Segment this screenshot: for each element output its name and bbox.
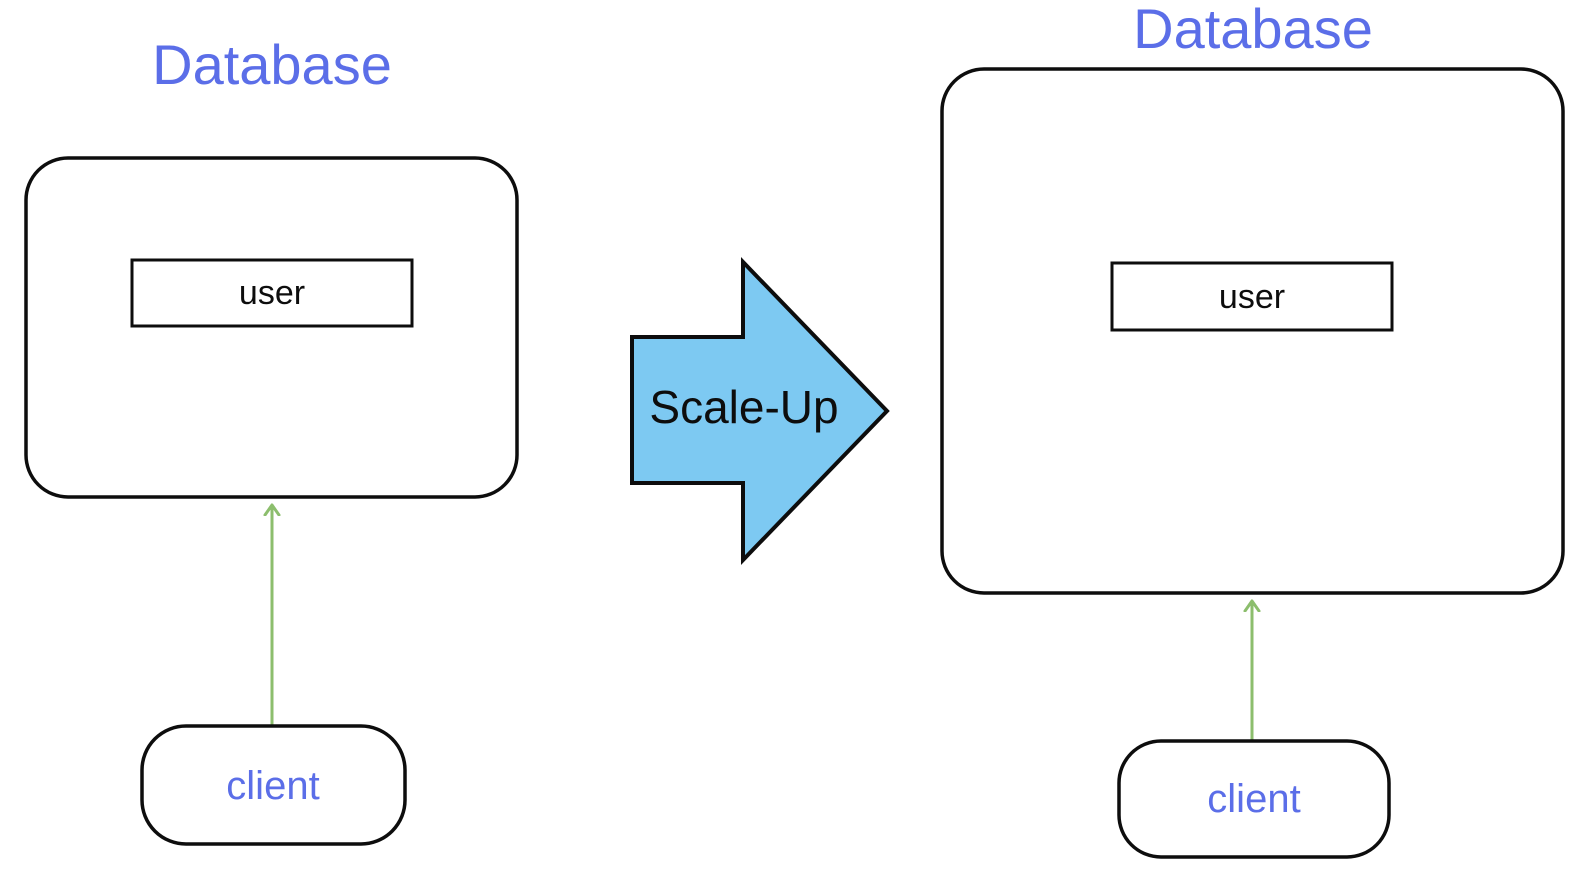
scale-up-arrow-shape [630,257,890,565]
right-user-table-box [1110,261,1394,332]
right-database-title: Database [1133,0,1373,60]
right-client-box [1117,739,1391,859]
left-client-label: client [226,764,319,808]
right-client-label: client [1207,777,1300,821]
left-user-table-label: user [239,274,305,312]
scale-up-label: Scale-Up [649,381,838,433]
right-user-table-label: user [1219,278,1285,316]
left-user-table-box [130,258,414,328]
left-database-title: Database [152,33,392,96]
left-client-box [140,724,407,846]
